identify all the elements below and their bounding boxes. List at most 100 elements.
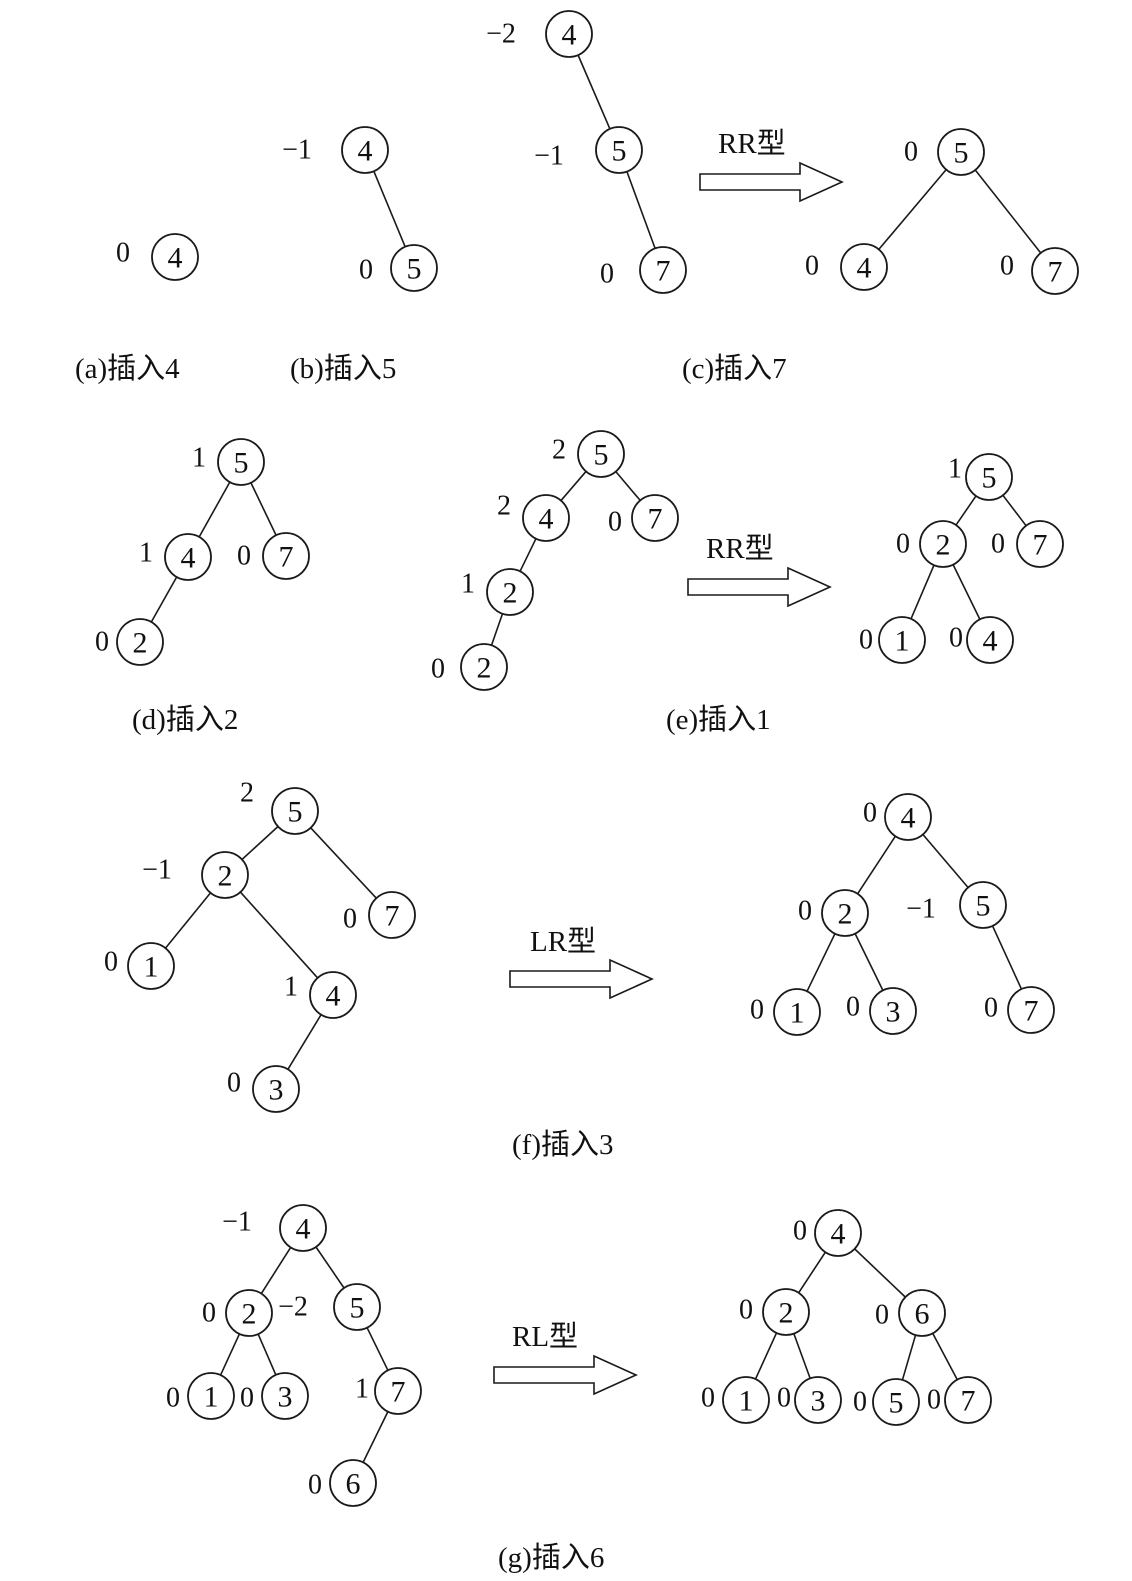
tree-edge [615, 471, 641, 501]
tree-node: 10 [859, 616, 926, 664]
node-key: 3 [886, 996, 901, 1029]
balance-factor: 0 [701, 1383, 715, 1414]
tree-edge [219, 1333, 241, 1376]
node-key: 2 [242, 1298, 257, 1331]
tree-edge [260, 1246, 292, 1295]
balance-factor: 1 [355, 1374, 369, 1405]
node-circle [762, 1288, 810, 1336]
node-key: 7 [656, 255, 671, 288]
node-circle [486, 568, 534, 616]
node-key: 4 [857, 252, 872, 285]
tree-node: 4−1 [282, 126, 389, 174]
node-circle [225, 1289, 273, 1337]
tree-edge [754, 1332, 778, 1380]
tree-edge [310, 827, 377, 899]
balance-factor: 0 [308, 1470, 322, 1501]
tree-node: 60 [308, 1459, 377, 1507]
node-circle [460, 643, 508, 691]
tree-node: 71 [355, 1367, 422, 1415]
tree-edge [901, 1334, 917, 1381]
tree-edge [922, 833, 969, 889]
node-circle [522, 494, 570, 542]
tree-node: 5−1 [906, 881, 1007, 929]
tree-node: 70 [343, 891, 416, 939]
node-key: 4 [181, 542, 196, 575]
tree-edge [250, 482, 277, 536]
tree-node: 20 [431, 643, 508, 691]
tree-edge [315, 1246, 345, 1289]
balance-factor: 0 [853, 1387, 867, 1418]
node-circle [329, 1459, 377, 1507]
balance-factor: 0 [202, 1298, 216, 1329]
caption-c: (c)插入7 [682, 352, 787, 385]
node-circle [1031, 247, 1079, 295]
node-key: 2 [218, 860, 233, 893]
tree-edge [490, 613, 504, 646]
tree-node: 70 [237, 532, 310, 580]
tree-edge [854, 1248, 906, 1298]
tree-node: 2−1 [142, 851, 249, 899]
node-key: 4 [831, 1218, 846, 1251]
tree-edge [577, 54, 611, 130]
tree-node: 30 [846, 987, 917, 1035]
node-circle [1007, 986, 1055, 1034]
node-key: 3 [811, 1385, 826, 1418]
tree-c-before: 4−25−170 [486, 10, 687, 294]
tree-node: 70 [600, 246, 687, 294]
node-key: 7 [391, 1376, 406, 1409]
node-circle [872, 1378, 920, 1426]
tree-edge [241, 825, 279, 861]
rotation-arrow-e: RR型 [687, 532, 832, 608]
node-key: 2 [477, 652, 492, 685]
caption-d: (d)插入2 [132, 703, 238, 736]
balance-factor: 0 [240, 1383, 254, 1414]
node-circle [368, 891, 416, 939]
tree-edge [793, 1333, 811, 1379]
node-key: 4 [168, 242, 183, 275]
node-circle [869, 987, 917, 1035]
tree-edge [1002, 494, 1027, 527]
node-circle [944, 1376, 992, 1424]
balance-factor: 0 [991, 529, 1005, 560]
tree-node: 50 [904, 128, 985, 176]
tree-node: 52 [552, 430, 625, 478]
balance-factor: −1 [222, 1207, 252, 1238]
balance-factor: 0 [984, 993, 998, 1024]
tree-node: 70 [1000, 247, 1079, 295]
node-circle [878, 616, 926, 664]
balance-factor: 1 [948, 454, 962, 485]
balance-factor: 0 [166, 1383, 180, 1414]
node-circle [309, 971, 357, 1019]
node-key: 5 [889, 1387, 904, 1420]
node-circle [164, 533, 212, 581]
balance-factor: 0 [896, 529, 910, 560]
balance-factor: 1 [192, 443, 206, 474]
balance-factor: 1 [139, 538, 153, 569]
tree-node: 40 [116, 233, 199, 281]
tree-node: 10 [750, 988, 821, 1036]
tree-node: 5−2 [278, 1283, 381, 1331]
rotation-arrow-c: RR型 [699, 127, 844, 203]
tree-node: 30 [240, 1372, 309, 1420]
node-circle [390, 244, 438, 292]
tree-edge [854, 933, 884, 991]
tree-edge [239, 891, 319, 979]
node-circle [722, 1376, 770, 1424]
node-circle [884, 793, 932, 841]
node-circle [773, 988, 821, 1036]
balance-factor: 0 [805, 251, 819, 282]
node-key: 4 [326, 980, 341, 1013]
rotation-label-c: RR型 [718, 127, 786, 160]
tree-edge [626, 171, 656, 249]
balance-factor: 0 [343, 904, 357, 935]
tree-node: 50 [853, 1378, 920, 1426]
balance-factor: 0 [237, 541, 251, 572]
tree-node: 70 [984, 986, 1055, 1034]
balance-factor: 2 [240, 778, 254, 809]
node-circle [840, 243, 888, 291]
node-key: 4 [562, 19, 577, 52]
